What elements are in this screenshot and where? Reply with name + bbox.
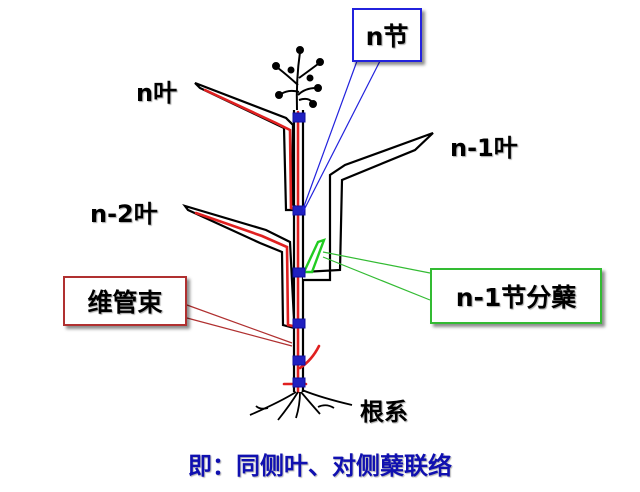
caption: 即：同侧叶、对侧蘖联络: [188, 452, 452, 480]
node-callout-lines: [302, 60, 381, 213]
n-minus-2-leaf: [182, 204, 296, 330]
label-n-minus-2-leaf: n-2叶: [90, 200, 158, 228]
vascular-bundle-label: 维管束: [87, 288, 163, 317]
inflorescence: [272, 46, 324, 111]
node-n: [292, 205, 306, 216]
node-bottom-1: [292, 355, 306, 366]
label-n-leaf: n叶: [136, 79, 178, 107]
node-top: [292, 112, 306, 123]
label-n-minus-1-leaf: n-1叶: [450, 134, 518, 162]
n-node-label: n节: [365, 22, 409, 51]
n-node-callout-box: n节: [352, 8, 422, 62]
tiller-label: n-1节分蘖: [455, 283, 577, 312]
node-bottom-2: [292, 377, 306, 388]
nodes: [292, 112, 306, 388]
main-stem: [292, 110, 305, 392]
tiller-callout-lines: [322, 251, 431, 301]
root-system: [249, 389, 353, 421]
n-leaf: [194, 81, 304, 212]
tiller-green: [302, 238, 327, 274]
vascular-bundle-callout-box: 维管束: [63, 276, 187, 326]
tiller-callout-box: n-1节分蘖: [430, 268, 602, 324]
label-roots: 根系: [360, 398, 408, 426]
node-n-minus-2: [292, 318, 306, 329]
vascular-callout-lines: [186, 304, 293, 347]
n-minus-1-leaf: [302, 131, 434, 282]
node-n-minus-1: [292, 267, 306, 278]
